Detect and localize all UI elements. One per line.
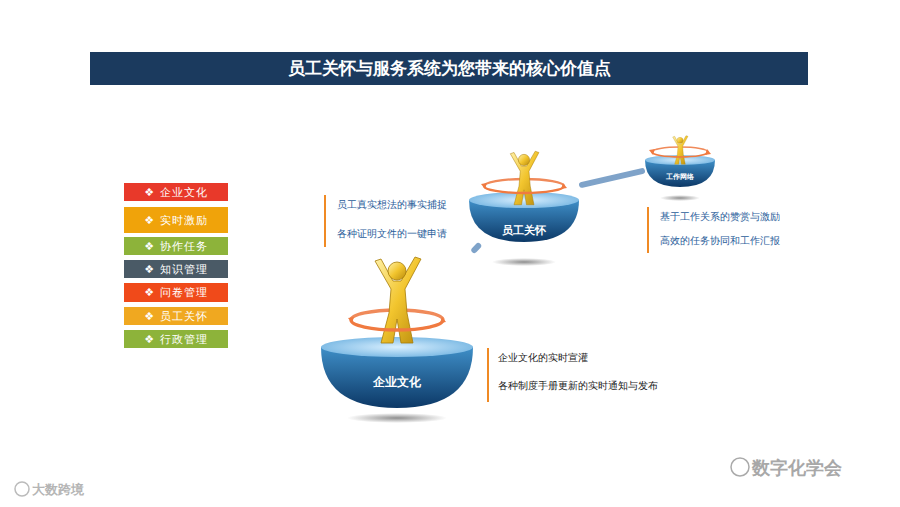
module-label: ❖ 行政管理 <box>144 332 207 347</box>
module-tag: ❖ 问卷管理 <box>124 283 228 302</box>
module-tag: ❖ 行政管理 <box>124 330 228 348</box>
title-bar: 员工关怀与服务系统为您带来的核心价值点 <box>90 52 808 85</box>
bowl-stage: 员工关怀 <box>466 150 582 246</box>
module-label: ❖ 企业文化 <box>144 185 207 200</box>
module-label: ❖ 问卷管理 <box>144 285 207 300</box>
bowl-label: 工作网络 <box>642 172 718 182</box>
module-label: ❖ 协作任务 <box>144 239 207 254</box>
bowl-label: 员工关怀 <box>466 223 582 238</box>
beam-connector <box>474 246 478 250</box>
watermark: 数字化学会 <box>752 456 842 480</box>
watermark: 大数跨境 <box>32 481 84 499</box>
module-tag: ❖ 知识管理 <box>124 260 228 278</box>
module-label: ❖ 实时激励 <box>144 213 207 228</box>
feature-note: 各种制度手册更新的实时通知与发布 <box>498 379 658 393</box>
module-label: ❖ 知识管理 <box>144 262 207 277</box>
beam-connector <box>582 171 642 185</box>
title: 员工关怀与服务系统为您带来的核心价值点 <box>288 57 611 80</box>
bowl-shape <box>642 135 718 190</box>
module-tag: ❖ 员工关怀 <box>124 307 228 325</box>
bowl-stage: 企业文化 <box>318 250 476 412</box>
module-tag: ❖ 企业文化 <box>124 183 228 201</box>
feature-note: 员工真实想法的事实捕捉 <box>337 198 447 212</box>
feature-note: 基于工作关系的赞赏与激励 <box>660 210 780 224</box>
module-tag: ❖ 协作任务 <box>124 237 228 255</box>
feature-note: 各种证明文件的一键申请 <box>337 227 447 241</box>
module-label: ❖ 员工关怀 <box>144 309 207 324</box>
bowl-label: 企业文化 <box>318 374 476 391</box>
feature-note: 企业文化的实时宣灌 <box>498 351 588 365</box>
feature-note: 高效的任务协同和工作汇报 <box>660 234 780 248</box>
bowl-stage: 工作网络 <box>642 135 718 190</box>
module-tag: ❖ 实时激励 <box>124 207 228 233</box>
